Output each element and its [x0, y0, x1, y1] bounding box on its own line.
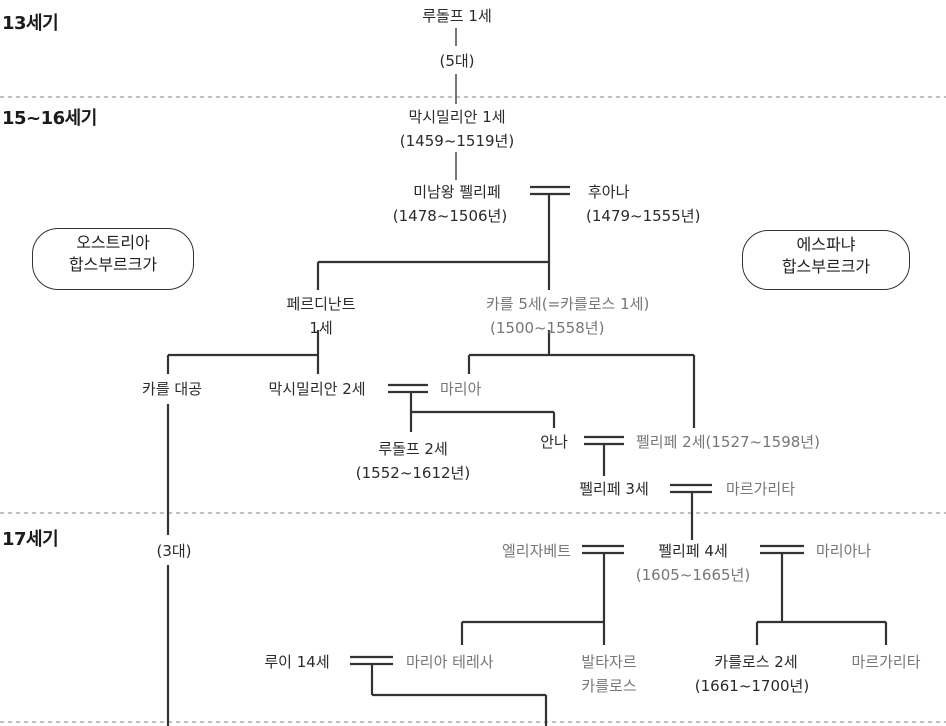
person-louis-14: 루이 14세 — [264, 653, 330, 671]
house-spain-badge: 에스파냐 합스부르크가 — [742, 230, 910, 290]
person-juana: 후아나 — [588, 183, 630, 201]
era-label-13c: 13세기 — [2, 13, 59, 34]
person-maximilian-1: 막시밀리안 1세 — [408, 108, 506, 126]
person-philip-4: 펠리페 4세 — [658, 542, 728, 560]
person-margarita-spain: 마르가리타 — [851, 653, 921, 671]
person-anna: 안나 — [540, 433, 568, 451]
person-philip-4-years: (1605~1665년) — [635, 566, 751, 584]
person-ferdinand-1: 페르디난트 — [286, 295, 356, 313]
person-philip-handsome: 미남왕 펠리페 — [413, 183, 501, 201]
house-spain-line1: 에스파냐 — [796, 235, 856, 254]
era-label-15-16c: 15~16세기 — [2, 108, 97, 129]
person-charles-5-years: (1500~1558년) — [490, 319, 605, 337]
house-austria-line1: 오스트리아 — [76, 233, 150, 252]
person-balthasar-carlos: 발타자르 — [581, 653, 637, 671]
house-austria-line2: 합스부르크가 — [68, 255, 158, 274]
person-philip-2: 펠리페 2세(1527~1598년) — [636, 433, 820, 451]
era-label-17c: 17세기 — [2, 529, 59, 550]
person-mariana: 마리아나 — [816, 542, 872, 560]
person-carlos-2-years: (1661~1700년) — [694, 677, 810, 695]
person-philip-3: 펠리페 3세 — [579, 480, 649, 498]
person-charles-5: 카를 5세(=카를로스 1세) — [486, 295, 650, 313]
person-juana-years: (1479~1555년) — [586, 207, 701, 225]
person-maximilian-2: 막시밀리안 2세 — [268, 380, 366, 398]
person-rudolf-1: 루돌프 1세 — [422, 7, 492, 25]
generation-gap-3: (3대) — [156, 542, 192, 560]
person-ferdinand-1-ordinal: 1세 — [309, 319, 333, 337]
person-philip-handsome-years: (1478~1506년) — [392, 207, 508, 225]
person-elisabeth: 엘리자베트 — [501, 542, 571, 560]
person-margarita-austria: 마르가리타 — [726, 480, 796, 498]
person-maria: 마리아 — [440, 380, 482, 398]
generation-gap-5: (5대) — [439, 52, 475, 70]
house-spain-line2: 합스부르크가 — [781, 257, 871, 276]
person-balthasar-carlos-line2: 카를로스 — [581, 677, 637, 695]
person-maximilian-1-years: (1459~1519년) — [399, 132, 515, 150]
house-austria-badge: 오스트리아 합스부르크가 — [32, 228, 194, 290]
person-rudolf-2: 루돌프 2세 — [378, 440, 448, 458]
person-archduke-charles: 카를 대공 — [142, 380, 202, 398]
person-rudolf-2-years: (1552~1612년) — [355, 464, 471, 482]
person-carlos-2: 카를로스 2세 — [714, 653, 798, 671]
person-maria-theresa: 마리아 테레사 — [406, 653, 494, 671]
